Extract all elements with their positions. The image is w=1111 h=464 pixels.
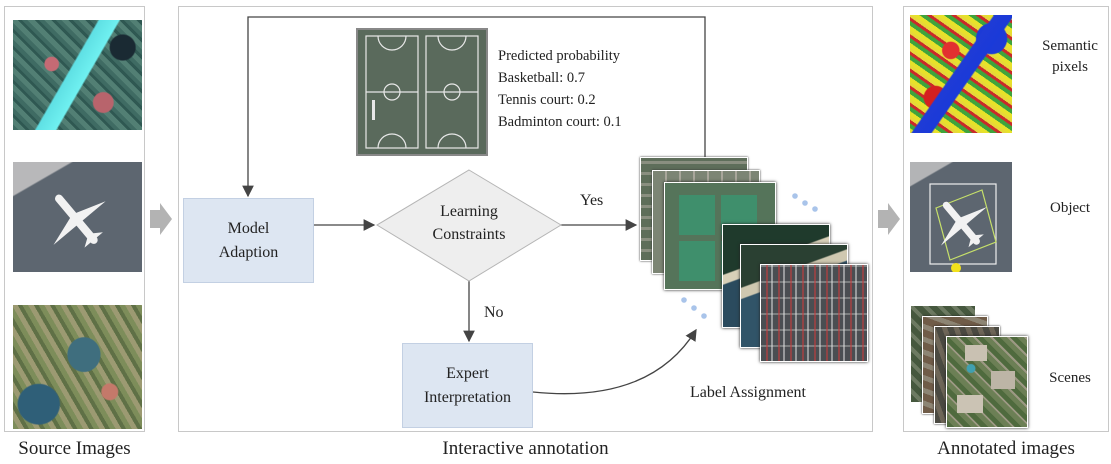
- source-image-river: [13, 20, 142, 130]
- source-image-airplane: [13, 162, 142, 272]
- probability-tennis: Tennis court: 0.2: [498, 92, 596, 108]
- learning-constraints-label: Learning Constraints: [432, 203, 506, 244]
- court-lines: [365, 35, 479, 149]
- model-adaption-box: Model Adaption: [183, 198, 314, 283]
- stacked-image-parking-lot: [760, 264, 868, 362]
- object-label: Object: [1050, 200, 1090, 216]
- expert-to-label-connector: [532, 328, 697, 395]
- annotated-semantic-pixels-image: [910, 15, 1012, 133]
- probability-badminton: Badminton court: 0.1: [498, 114, 622, 130]
- arrow-right-icon: [878, 203, 900, 235]
- source-images-caption: Source Images: [18, 438, 131, 459]
- predicted-probability-title: Predicted probability: [498, 48, 621, 64]
- ellipsis-dots: [681, 193, 818, 319]
- keypoint-marker: [951, 263, 961, 272]
- scenes-label: Scenes: [1049, 370, 1091, 386]
- probability-basketball: Basketball: 0.7: [498, 70, 585, 86]
- annotated-object-image: [910, 162, 1012, 272]
- annotated-images-caption: Annotated images: [937, 438, 1075, 459]
- interactive-annotation-caption: Interactive annotation: [442, 438, 609, 459]
- annotated-scene-image-4: [946, 336, 1028, 428]
- feedback-loop-connector: [242, 16, 706, 198]
- learning-constraints-diamond: [376, 169, 562, 282]
- no-label: No: [484, 304, 504, 321]
- source-image-bay: [13, 305, 142, 429]
- object-bounding-boxes: [929, 183, 997, 272]
- arrow-right-icon: [150, 203, 172, 235]
- yes-label: Yes: [580, 192, 604, 209]
- label-assignment-caption: Label Assignment: [690, 384, 806, 401]
- airplane-icon: [940, 201, 987, 248]
- sports-court-image: [356, 28, 488, 156]
- semantic-pixels-label: Semantic pixels: [1042, 38, 1098, 75]
- expert-interpretation-box: Expert Interpretation: [402, 343, 533, 428]
- airplane-icon: [53, 194, 106, 248]
